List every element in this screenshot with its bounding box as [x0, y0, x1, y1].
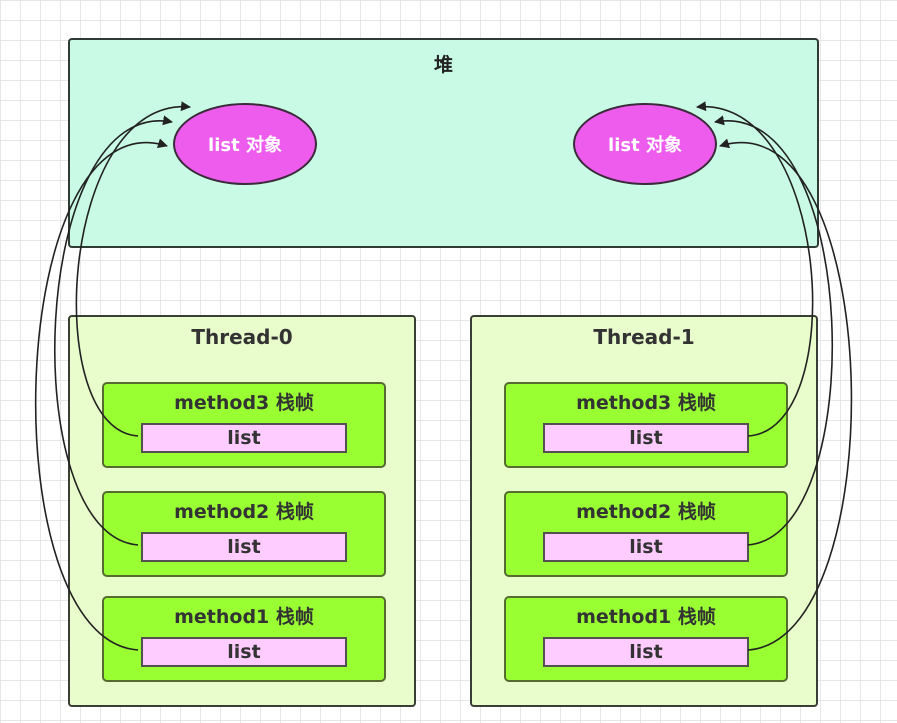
thread-1-stack: Thread-1 method3 栈帧 list method2 栈帧 list…	[470, 315, 818, 707]
frame-title: method2 栈帧	[576, 501, 716, 523]
frame-title: method2 栈帧	[174, 501, 314, 523]
heap-region: 堆 list 对象 list 对象	[68, 38, 819, 248]
frame-variable-list: list	[141, 423, 347, 453]
thread-0-stack: Thread-0 method3 栈帧 list method2 栈帧 list…	[68, 315, 416, 707]
list-object-right: list 对象	[573, 103, 717, 185]
frame-title: method1 栈帧	[576, 606, 716, 628]
list-object-left: list 对象	[173, 103, 317, 185]
frame-variable-list: list	[141, 532, 347, 562]
frame-variable-list: list	[543, 532, 749, 562]
frame-title: method3 栈帧	[576, 392, 716, 414]
thread-0-frame-method3: method3 栈帧 list	[102, 382, 386, 468]
frame-variable-list: list	[543, 423, 749, 453]
thread-1-title: Thread-1	[593, 325, 695, 349]
thread-1-frame-method1: method1 栈帧 list	[504, 596, 788, 682]
frame-title: method3 栈帧	[174, 392, 314, 414]
thread-1-frame-method2: method2 栈帧 list	[504, 491, 788, 577]
thread-0-frame-method2: method2 栈帧 list	[102, 491, 386, 577]
frame-variable-list: list	[141, 637, 347, 667]
heap-title: 堆	[433, 54, 453, 76]
thread-0-frame-method1: method1 栈帧 list	[102, 596, 386, 682]
frame-title: method1 栈帧	[174, 606, 314, 628]
frame-variable-list: list	[543, 637, 749, 667]
thread-0-title: Thread-0	[191, 325, 293, 349]
thread-1-frame-method3: method3 栈帧 list	[504, 382, 788, 468]
